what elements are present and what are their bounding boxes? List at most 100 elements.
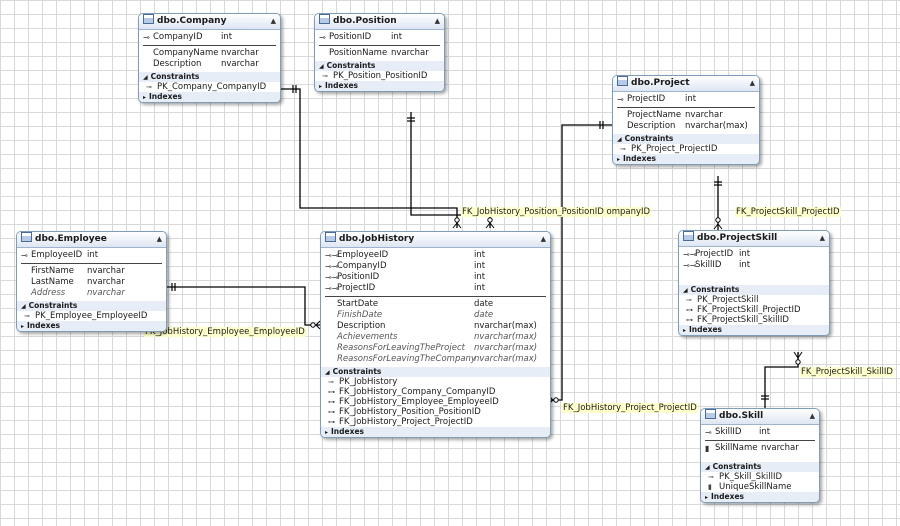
key-icon: ⊸	[146, 83, 152, 91]
constraint-row[interactable]: ⊸PK_Position_PositionID	[315, 71, 444, 81]
foreign-key-icon: ⊶	[328, 408, 335, 416]
constraint-row[interactable]: ▮UniqueSkillName	[701, 482, 819, 492]
table-header[interactable]: dbo.Skill▲	[701, 409, 819, 425]
composite-key-icon: ⊸⊸	[325, 251, 339, 260]
rel-line-project[interactable]	[549, 124, 612, 401]
rel-label-position-company[interactable]: FK_JobHistory_Position_PositionID ompany…	[461, 207, 652, 217]
rel-label-projectskill-skill[interactable]: FK_ProjectSkill_SkillID	[800, 367, 894, 377]
indexes-section[interactable]: ▸Indexes	[701, 492, 819, 502]
ps-project-many-fork-2	[717, 223, 723, 230]
constraint-row[interactable]: ⊶FK_ProjectSkill_ProjectID	[679, 305, 829, 315]
constraints-label: Constraints	[28, 301, 78, 310]
constraint-row[interactable]: ⊸PK_JobHistory	[321, 377, 550, 387]
position-many-fork	[485, 222, 491, 229]
table-header[interactable]: dbo.Employee▲	[17, 232, 166, 248]
collapse-arrow-icon[interactable]: ▲	[809, 412, 815, 420]
constraint-name: FK_JobHistory_Employee_EmployeeID	[339, 397, 499, 407]
constraints-section[interactable]: ◢Constraints	[321, 367, 550, 377]
collapse-arrow-icon[interactable]: ▲	[540, 235, 546, 243]
constraints-section[interactable]: ◢Constraints	[701, 462, 819, 472]
constraint-row[interactable]: ⊶FK_ProjectSkill_SkillID	[679, 315, 829, 325]
column-type: nvarchar	[221, 48, 259, 58]
collapse-arrow-icon[interactable]: ▲	[819, 234, 825, 242]
constraint-row[interactable]: ⊸PK_Skill_SkillID	[701, 472, 819, 482]
collapse-arrow-icon[interactable]: ▲	[749, 79, 755, 87]
constraint-row[interactable]: ⊸PK_Company_CompanyID	[139, 82, 280, 92]
indexes-section[interactable]: ▸Indexes	[679, 325, 829, 335]
constraint-row[interactable]: ⊶FK_JobHistory_Position_PositionID	[321, 407, 550, 417]
indexes-section[interactable]: ▸Indexes	[315, 81, 444, 91]
table-header[interactable]: dbo.ProjectSkill▲	[679, 231, 829, 247]
indexes-section[interactable]: ▸Indexes	[613, 154, 759, 164]
constraint-row[interactable]: ⊶FK_JobHistory_Employee_EmployeeID	[321, 397, 550, 407]
column-name: ProjectName	[627, 110, 682, 120]
column-type: date	[474, 299, 494, 309]
table-header[interactable]: dbo.Project▲	[613, 76, 759, 92]
rel-label-projectskill-project[interactable]: FK_ProjectSkill_ProjectID	[735, 207, 841, 217]
rel-line-company[interactable]	[279, 88, 458, 228]
rel-label-employee[interactable]: FK_JobHistory_Employee_EmployeeID	[144, 327, 306, 337]
indexes-section[interactable]: ▸Indexes	[17, 321, 166, 331]
constraint-row[interactable]: ⊸PK_ProjectSkill	[679, 295, 829, 305]
table-header[interactable]: dbo.Position▲	[315, 14, 444, 30]
constraints-section[interactable]: ◢Constraints	[139, 72, 280, 82]
constraints-section[interactable]: ◢Constraints	[613, 134, 759, 144]
column-name: ReasonsForLeavingTheProject	[337, 343, 465, 353]
table-header[interactable]: dbo.Company▲	[139, 14, 280, 30]
collapse-arrow-icon[interactable]: ▲	[434, 17, 440, 25]
constraints-section[interactable]: ◢Constraints	[17, 301, 166, 311]
indexes-section[interactable]: ▸Indexes	[139, 92, 280, 102]
constraints-section[interactable]: ◢Constraints	[315, 61, 444, 71]
rel-line-projectskill-skill[interactable]	[764, 352, 799, 408]
collapse-arrow-icon[interactable]: ▲	[156, 235, 162, 243]
constraint-row[interactable]: ⊶FK_JobHistory_Company_CompanyID	[321, 387, 550, 397]
rel-label-project[interactable]: FK_JobHistory_Project_ProjectID	[562, 403, 698, 413]
table-header[interactable]: dbo.JobHistory▲	[321, 232, 550, 248]
constraint-row[interactable]: ⊸PK_Project_ProjectID	[613, 144, 759, 154]
ps-project-many-circle	[715, 217, 721, 223]
indexes-section[interactable]: ▸Indexes	[321, 427, 550, 437]
indexes-label: Indexes	[623, 154, 656, 163]
rel-line-employee[interactable]	[165, 286, 320, 326]
constraint-row[interactable]: ⊶FK_JobHistory_Project_ProjectID	[321, 417, 550, 427]
collapse-arrow-icon[interactable]: ▲	[270, 17, 276, 25]
constraints-section[interactable]: ◢Constraints	[679, 285, 829, 295]
collapse-triangle-icon: ◢	[617, 136, 622, 143]
constraint-row[interactable]: ⊸PK_Employee_EmployeeID	[17, 311, 166, 321]
